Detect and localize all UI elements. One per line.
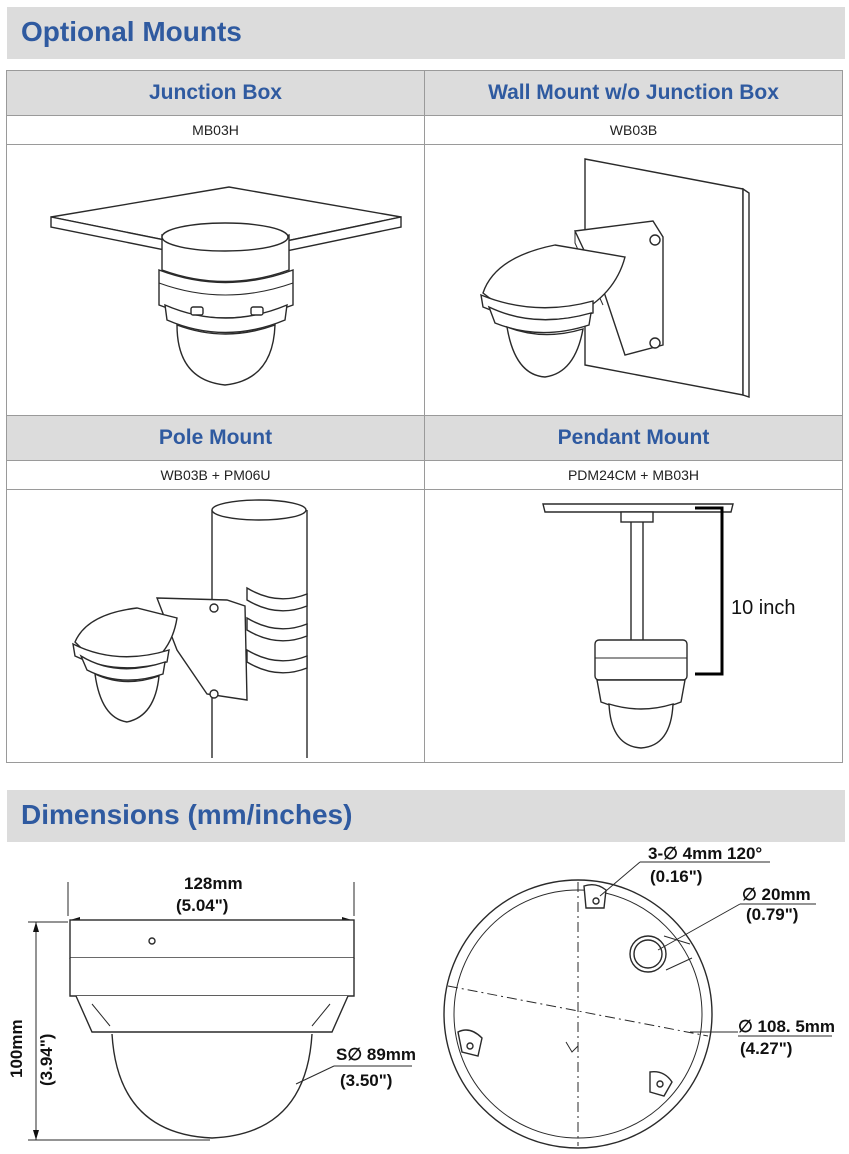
dimensions-drawing: 128mm (5.04") 100mm (3.94") S∅ 89mm (3.5…	[7, 846, 835, 1149]
base-view: 3-∅ 4mm 120° (0.16") ∅ 20mm (0.79") ∅ 10…	[443, 846, 835, 1149]
junction-box-image-cell	[6, 144, 425, 416]
width-in-label: (5.04")	[176, 896, 228, 915]
dome-mm-label: S∅ 89mm	[336, 1045, 416, 1064]
base-mm-label: ∅ 108. 5mm	[738, 1017, 835, 1036]
cable-in-label: (0.79")	[746, 905, 798, 924]
dome-in-label: (3.50")	[340, 1071, 392, 1090]
wall-mount-illustration	[480, 158, 750, 398]
cable-mm-label: ∅ 20mm	[742, 885, 811, 904]
wall-mount-image-cell	[424, 144, 843, 416]
mount-title-junction-box: Junction Box	[6, 70, 425, 116]
mount-title-pendant-mount: Pendant Mount	[424, 415, 843, 461]
width-mm-label: 128mm	[184, 874, 243, 893]
pendant-mount-illustration: 10 inch	[542, 503, 796, 749]
mount-model-wall-mount: WB03B	[424, 115, 843, 145]
mount-model-junction-box: MB03H	[6, 115, 425, 145]
height-in-label: (3.94")	[37, 1034, 56, 1086]
section-title: Dimensions (mm/inches)	[21, 799, 353, 830]
section-title: Optional Mounts	[21, 16, 242, 47]
mount-title-pole-mount: Pole Mount	[6, 415, 425, 461]
base-in-label: (4.27")	[740, 1039, 792, 1058]
mounts-table: Junction Box Wall Mount w/o Junction Box…	[6, 70, 843, 763]
holes-mm-label: 3-∅ 4mm 120°	[648, 846, 762, 863]
mount-title-wall-mount: Wall Mount w/o Junction Box	[424, 70, 843, 116]
pendant-length-label: 10 inch	[731, 597, 796, 619]
mount-model-pendant-mount: PDM24CM + MB03H	[424, 460, 843, 490]
pole-mount-illustration	[72, 499, 308, 758]
dimensions-header: Dimensions (mm/inches)	[7, 790, 845, 842]
side-view: 128mm (5.04") 100mm (3.94") S∅ 89mm (3.5…	[7, 874, 416, 1141]
mount-model-pole-mount: WB03B + PM06U	[6, 460, 425, 490]
junction-box-illustration	[50, 186, 402, 386]
pendant-mount-image-cell: 10 inch	[424, 489, 843, 763]
pole-mount-image-cell	[6, 489, 425, 763]
optional-mounts-header: Optional Mounts	[7, 7, 845, 59]
height-mm-label: 100mm	[7, 1019, 26, 1078]
holes-in-label: (0.16")	[650, 867, 702, 886]
